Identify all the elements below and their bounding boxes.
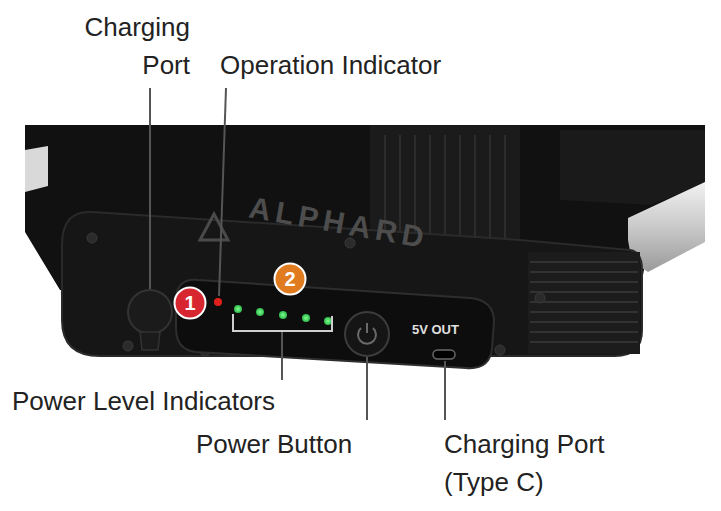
part-label: Charging Port (58, 8, 190, 84)
operation-led (214, 298, 222, 306)
callout-number: 2 (284, 269, 295, 289)
part-label: Operation Indicator (220, 46, 441, 84)
part-label: Power Level Indicators (12, 382, 275, 420)
usb-c-port (433, 350, 455, 359)
callout-circle: 1 (173, 286, 207, 320)
control-panel (176, 280, 494, 368)
charging-port-tab (140, 332, 160, 350)
ribbed-cylinder (528, 252, 640, 354)
indicator-bracket (233, 314, 332, 331)
power-icon (366, 323, 368, 333)
power-leds (234, 305, 332, 325)
power-button (345, 312, 389, 356)
logo-mark (200, 214, 228, 240)
left-arm (25, 146, 48, 192)
cylinder-ribs (530, 262, 638, 342)
callout-circle: 2 (273, 262, 307, 296)
part-label: Charging Port (Type C) (444, 425, 644, 501)
port-marking: 5V OUT (412, 322, 459, 338)
leader-lines (150, 88, 445, 420)
callout-circle-fill (275, 264, 306, 295)
part-label: Power Button (196, 425, 352, 463)
callout-circle-fill (175, 288, 206, 319)
callout-number: 1 (184, 293, 195, 313)
charging-port-cap (128, 290, 172, 334)
